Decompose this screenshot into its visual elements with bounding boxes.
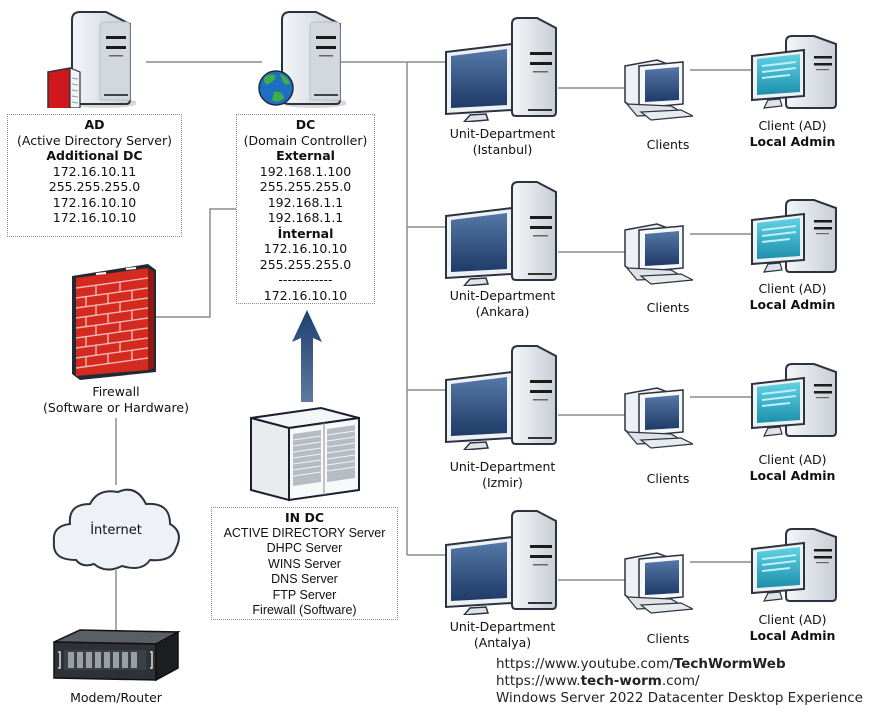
- in-dc-services-box: IN DC ACTIVE DIRECTORY Server DHPC Serve…: [211, 507, 398, 620]
- modem-router-label: Modem/Router: [70, 690, 162, 705]
- dc-external-dns: 192.168.1.1: [267, 210, 344, 225]
- client-admin-label: Client (AD) Local Admin: [735, 452, 850, 483]
- rack-servers-icon: [250, 406, 360, 502]
- dc-internal-label: İnternal: [277, 225, 334, 241]
- service-item: DHPC Server: [266, 541, 343, 555]
- department-label-city: (Izmir): [482, 474, 523, 490]
- ad-server-icon: [47, 11, 136, 108]
- client-admin-computer-icon: [751, 363, 837, 437]
- clients-label: Clients: [646, 300, 690, 315]
- department-label: Unit-Department (Izmir): [430, 459, 575, 490]
- firewall-brick-wall-icon: [72, 264, 156, 380]
- department-label-line1: Unit-Department: [449, 288, 556, 303]
- dc-internal-dns: 172.16.10.10: [263, 287, 348, 303]
- dc-internal-mask: 255.255.255.0: [259, 256, 352, 272]
- dc-external-ip: 192.168.1.100: [259, 163, 352, 179]
- up-arrow-icon: [292, 310, 322, 402]
- dc-external-mask: 255.255.255.0: [259, 179, 352, 194]
- book-icon: [47, 67, 81, 108]
- dc-subtitle: (Domain Controller): [243, 132, 368, 148]
- department-label-line1: Unit-Department: [449, 459, 556, 474]
- in-dc-title: IN DC: [284, 510, 324, 525]
- department-label: Unit-Department (Istanbul): [430, 126, 575, 157]
- dc-separator: ------------: [278, 272, 333, 287]
- ad-server-info-box: AD (Active Directory Server) Additional …: [7, 114, 182, 237]
- dc-external-label: External: [276, 148, 335, 163]
- client-admin-line2: Local Admin: [749, 627, 836, 643]
- dc-internal-ip: 172.16.10.10: [263, 241, 348, 256]
- ad-gateway: 172.16.10.10: [52, 194, 137, 210]
- client-admin-label: Client (AD) Local Admin: [735, 281, 850, 312]
- unit-department-computer-icon: [445, 510, 557, 615]
- edition-label: Windows Server 2022 Datacenter Desktop E…: [496, 690, 863, 706]
- globe-icon: [258, 70, 294, 106]
- unit-department-computer-icon: [445, 181, 557, 286]
- clients-computer-icon: [624, 387, 693, 449]
- firewall-label-line2: (Software or Hardware): [43, 399, 189, 415]
- service-item: FTP Server: [272, 587, 337, 602]
- unit-department-computer-icon: [445, 345, 557, 450]
- department-label-line1: Unit-Department: [449, 126, 556, 141]
- ad-role: Additional DC: [46, 148, 143, 163]
- clients-computer-icon: [624, 223, 693, 285]
- client-admin-label: Client (AD) Local Admin: [735, 118, 850, 149]
- client-admin-computer-icon: [751, 528, 837, 602]
- client-admin-line2: Local Admin: [749, 467, 836, 483]
- service-item: WINS Server: [268, 556, 341, 571]
- ad-subnet-mask: 255.255.255.0: [48, 179, 141, 194]
- department-label-city: (Antalya): [473, 634, 532, 650]
- ad-title: AD: [84, 117, 105, 132]
- site-url-prefix: https://www.: [496, 673, 581, 689]
- site-url-suffix: .com/: [661, 673, 700, 689]
- youtube-link[interactable]: https://www.youtube.com/TechWormWeb: [496, 656, 863, 673]
- footer-credits: https://www.youtube.com/TechWormWeb http…: [496, 656, 863, 707]
- client-admin-line1: Client (AD): [758, 281, 827, 296]
- website-link[interactable]: https://www.tech-worm.com/: [496, 673, 863, 690]
- ad-dns: 172.16.10.10: [52, 210, 137, 225]
- clients-label: Clients: [646, 631, 690, 646]
- department-label-city: (Ankara): [475, 303, 530, 319]
- ad-subtitle: (Active Directory Server): [17, 132, 172, 148]
- department-label: Unit-Department (Antalya): [430, 619, 575, 650]
- service-item: DNS Server: [271, 572, 338, 586]
- site-name: tech-worm: [580, 673, 662, 689]
- service-item: ACTIVE DIRECTORY Server: [223, 525, 386, 540]
- link-firewall-dc: [156, 208, 237, 318]
- dc-server-info-box: DC (Domain Controller) External 192.168.…: [236, 114, 375, 304]
- client-admin-line1: Client (AD): [758, 612, 827, 627]
- department-label-city: (Istanbul): [472, 141, 533, 157]
- client-admin-line2: Local Admin: [749, 133, 836, 149]
- client-admin-computer-icon: [751, 199, 837, 273]
- dc-title: DC: [295, 117, 316, 132]
- modem-router-icon: [53, 629, 181, 682]
- department-label-line1: Unit-Department: [449, 619, 556, 634]
- youtube-channel: TechWormWeb: [673, 656, 786, 672]
- client-admin-line2: Local Admin: [749, 296, 836, 312]
- client-admin-computer-icon: [751, 35, 837, 109]
- internet-cloud-icon: [52, 488, 180, 571]
- department-label: Unit-Department (Ankara): [430, 288, 575, 319]
- internet-label: İnternet: [90, 523, 142, 538]
- client-admin-line1: Client (AD): [758, 118, 827, 133]
- unit-department-computer-icon: [445, 17, 557, 122]
- firewall-label: Firewall (Software or Hardware): [26, 384, 206, 415]
- clients-label: Clients: [646, 471, 690, 486]
- client-admin-line1: Client (AD): [758, 452, 827, 467]
- service-item: Firewall (Software): [252, 603, 357, 617]
- clients-computer-icon: [624, 59, 693, 121]
- clients-label: Clients: [646, 137, 690, 152]
- dc-server-icon: [258, 11, 346, 108]
- dc-external-gateway: 192.168.1.1: [267, 194, 344, 210]
- client-admin-label: Client (AD) Local Admin: [735, 612, 850, 643]
- firewall-label-line1: Firewall: [92, 384, 140, 399]
- youtube-url-prefix: https://www.youtube.com/: [496, 656, 674, 672]
- ad-ip-address: 172.16.10.11: [52, 163, 137, 179]
- clients-computer-icon: [624, 552, 693, 614]
